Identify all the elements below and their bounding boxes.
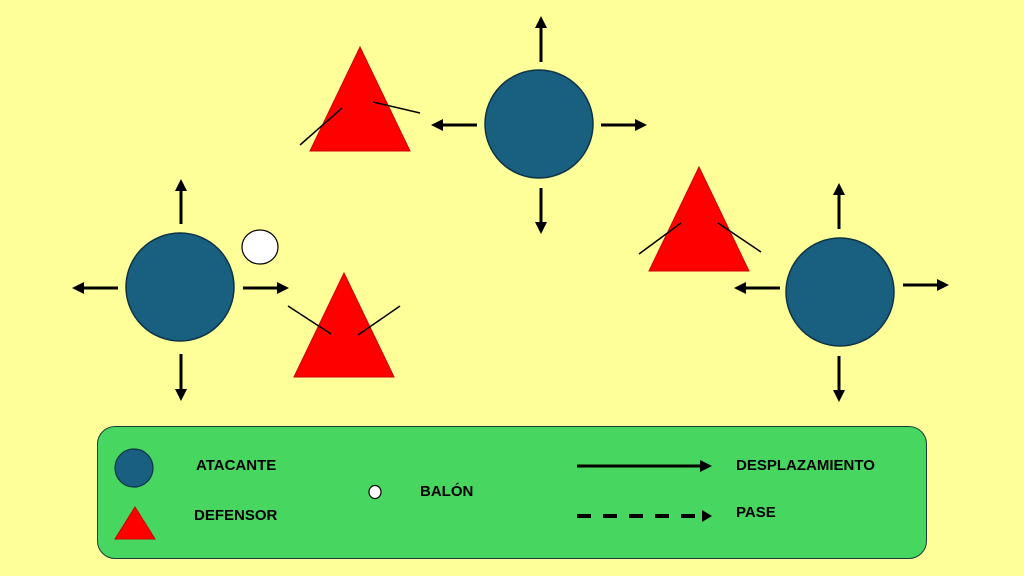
defender-arm <box>638 222 682 255</box>
defender-bottom-left <box>287 271 401 378</box>
defender-top-left <box>299 45 421 152</box>
defender-arm <box>299 107 343 146</box>
defender-right <box>638 165 762 272</box>
movement-legend-label: DESPLAZAMIENTO <box>736 457 875 474</box>
defender-legend-label: DEFENSOR <box>194 507 278 524</box>
legend-symbols <box>114 448 712 540</box>
defender-arm <box>372 101 421 114</box>
defender-arm <box>717 222 762 253</box>
attacker-legend-label: ATACANTE <box>196 457 277 474</box>
movement-legend-arrowhead <box>700 460 712 472</box>
ball-legend-icon <box>368 484 382 500</box>
defender-legend-icon <box>114 506 156 540</box>
attacker-left <box>72 179 289 401</box>
pass-legend-arrowhead <box>702 510 712 522</box>
pass-legend-label: PASE <box>736 504 776 521</box>
defender-arm <box>357 305 401 336</box>
ball <box>241 229 279 265</box>
attacker-right <box>734 183 949 402</box>
ball-legend-label: BALÓN <box>420 483 474 500</box>
attacker-legend-icon <box>114 448 154 488</box>
legend: ATACANTE DEFENSOR BALÓN DESPLAZAMIENTO P… <box>97 426 927 559</box>
attacker-top <box>431 16 647 234</box>
defender-arm <box>287 305 332 335</box>
